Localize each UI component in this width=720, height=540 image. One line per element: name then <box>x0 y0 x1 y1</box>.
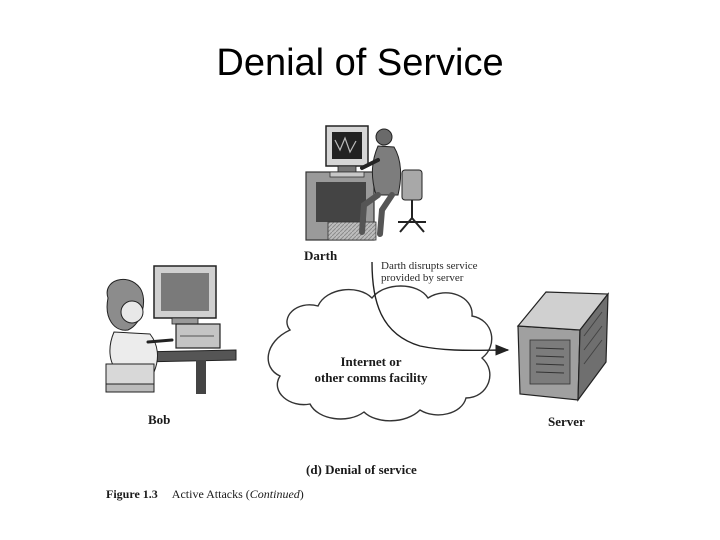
annotation-line-1: Darth disrupts service <box>381 260 478 272</box>
cloud-label-line-2: other comms facility <box>314 370 428 385</box>
annotation-note: Darth disrupts service provided by serve… <box>381 260 478 284</box>
darth-body <box>371 145 402 196</box>
internet-cloud <box>267 285 493 422</box>
darth-illustration <box>305 125 426 241</box>
darth-head <box>375 128 393 146</box>
cloud-label: Internet or other comms facility <box>296 354 446 386</box>
darth-label: Darth <box>304 248 338 263</box>
bob-illustration <box>105 265 237 394</box>
slide-title: Denial of Service <box>216 42 504 84</box>
annotation-line-2: provided by server <box>381 272 464 284</box>
cloud-label-line-1: Internet or <box>340 354 402 369</box>
figure-subcaption: (d) Denial of service <box>306 462 417 477</box>
figure-caption: Figure 1.3 Active Attacks (Continued) <box>106 487 304 502</box>
attack-arrow <box>371 261 510 356</box>
server-illustration <box>516 291 610 402</box>
bob-label: Bob <box>148 412 171 427</box>
figure-caption-close: ) <box>299 487 304 501</box>
figure-number: Figure 1.3 <box>106 487 158 501</box>
darth-chair <box>401 169 423 201</box>
figure-caption-emphasis: Continued <box>249 487 300 501</box>
bob-head <box>120 300 144 324</box>
bob-chair <box>105 363 155 385</box>
figure-caption-text: Active Attacks ( <box>171 487 250 501</box>
server-label: Server <box>548 414 585 429</box>
